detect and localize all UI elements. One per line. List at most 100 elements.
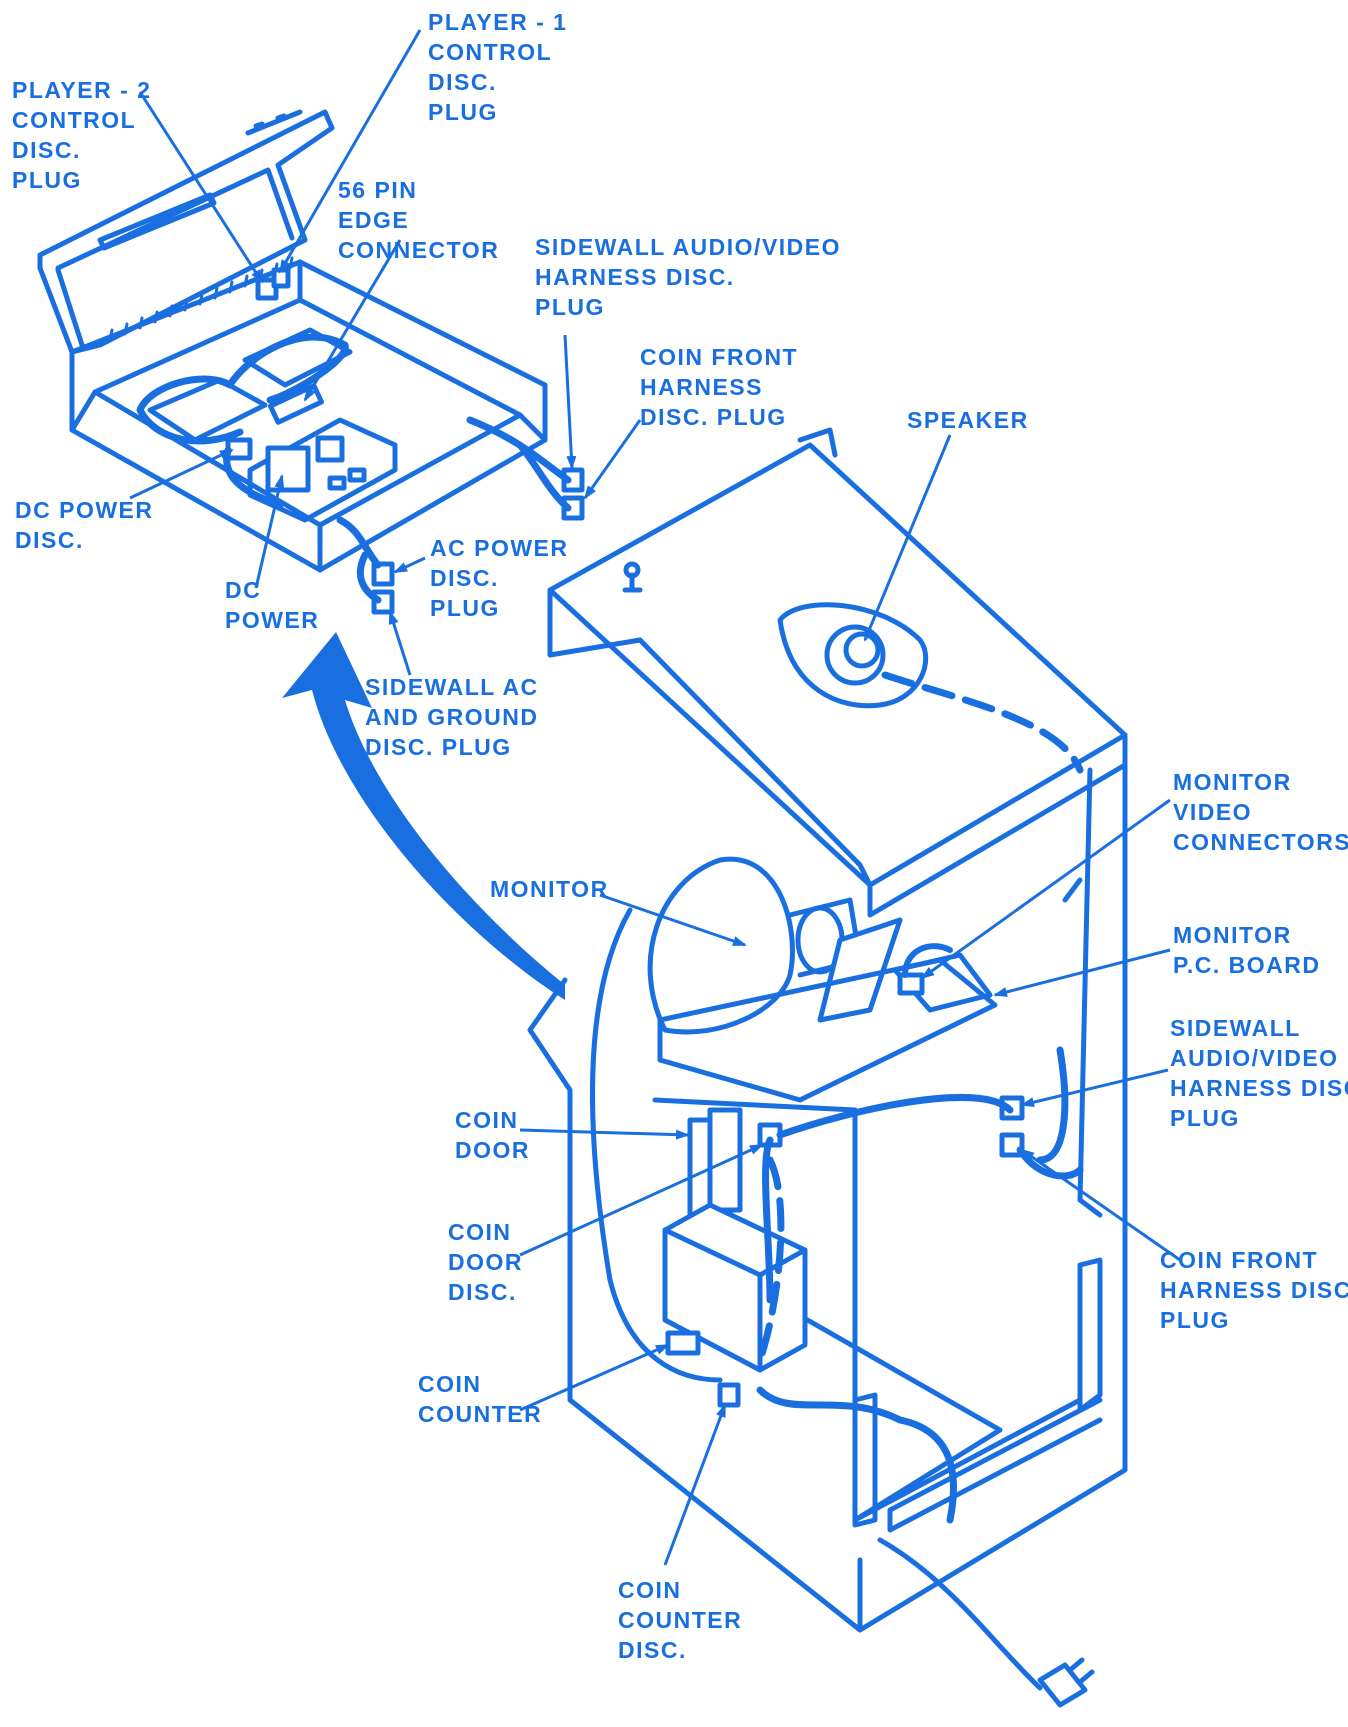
label-line: P.C. BOARD	[1173, 952, 1321, 978]
label-line: VIDEO	[1173, 799, 1252, 825]
label-line: AND GROUND	[365, 704, 538, 730]
label-coin-counter: COIN COUNTER	[418, 1371, 542, 1427]
label-line: COIN	[448, 1219, 512, 1245]
callout-labels: PLAYER - 2 CONTROL DISC. PLUG PLAYER - 1 CON…	[12, 9, 1348, 1663]
cabinet-interior-back	[652, 1097, 1083, 1523]
label-line: PLUG	[12, 167, 82, 193]
cabinet-assembly	[527, 427, 1128, 1708]
label-line: COIN FRONT	[640, 344, 798, 370]
label-line: SIDEWALL AUDIO/VIDEO	[535, 234, 841, 260]
control-panel-lid-inner	[55, 167, 295, 348]
power-plug	[1037, 1662, 1088, 1708]
coin-door-frame	[707, 1107, 743, 1213]
monitor-video-cable	[902, 943, 953, 978]
control-panel-assembly	[37, 109, 585, 615]
rear-bottom-rail	[887, 1397, 1103, 1533]
label-dc-power-disc: DC POWER DISC.	[15, 497, 154, 553]
label-line: PLAYER - 1	[428, 9, 567, 35]
label-line: HARNESS DISC.	[1170, 1075, 1348, 1101]
label-line: PLUG	[1170, 1105, 1240, 1131]
label-player2: PLAYER - 2 CONTROL DISC. PLUG	[12, 77, 151, 193]
monitor-tube	[647, 856, 795, 1035]
label-line: CONTROL	[428, 39, 552, 65]
label-line: HARNESS DISC.	[535, 264, 735, 290]
label-line: PLUG	[428, 99, 498, 125]
label-line: COIN FRONT	[1160, 1247, 1318, 1273]
leader-coin-counter	[519, 1343, 670, 1412]
label-line: SIDEWALL AC	[365, 674, 539, 700]
marquee-knob-top	[623, 561, 641, 579]
label-line: COUNTER	[418, 1401, 542, 1427]
leader-monitor-video	[920, 798, 1171, 980]
label-line: HARNESS DISC.	[1160, 1277, 1348, 1303]
removal-arrow	[282, 632, 565, 1000]
power-plug-prongs	[1067, 1657, 1095, 1685]
board-chip-2	[347, 467, 367, 483]
speaker-dome	[843, 631, 881, 669]
label-line: 56 PIN	[338, 177, 417, 203]
power-cord	[877, 1537, 1043, 1691]
rear-post-right	[1077, 1257, 1103, 1413]
label-sidewall-av-side: SIDEWALL AUDIO/VIDEO HARNESS DISC. PLUG	[1170, 1015, 1348, 1131]
label-line: CONTROL	[12, 107, 136, 133]
cabinet-top	[547, 442, 1128, 888]
label-line: COIN	[418, 1371, 482, 1397]
label-line: DC	[225, 577, 261, 603]
leader-coin-counter-disc	[663, 1403, 727, 1566]
label-line: MONITOR	[1173, 769, 1292, 795]
label-monitor-pcb: MONITOR P.C. BOARD	[1173, 922, 1321, 978]
leader-coin-door	[519, 1128, 690, 1140]
label-line: AUDIO/VIDEO	[1170, 1045, 1339, 1071]
control-panel-lid	[37, 109, 335, 355]
lid-slot	[97, 192, 217, 251]
lid-buttons	[245, 109, 303, 136]
label-line: MONITOR	[1173, 922, 1292, 948]
leader-dc-power-disc	[129, 448, 234, 500]
cabinet-side-inner	[1062, 767, 1103, 1218]
cabinet-interior-floor	[787, 1307, 1003, 1523]
label-line: CONNECTOR	[338, 237, 499, 263]
label-line: EDGE	[338, 207, 409, 233]
label-line: COUNTER	[618, 1607, 742, 1633]
label-line: CONNECTORS	[1173, 829, 1348, 855]
monitor-pc-board	[892, 952, 993, 1013]
label-line: POWER	[225, 607, 319, 633]
leader-sidewall-av-top	[563, 334, 577, 470]
label-edge-connector: 56 PIN EDGE CONNECTOR	[338, 177, 499, 263]
leader-coin-door-disc	[519, 1143, 764, 1257]
label-line: DC POWER	[15, 497, 154, 523]
label-line: DISC.	[448, 1279, 517, 1305]
speaker-opening	[777, 602, 929, 709]
cabinet-top-front	[547, 587, 873, 888]
edge-connector	[267, 383, 325, 425]
cabinet-side-panel	[857, 732, 1128, 1633]
board-chip-1	[327, 475, 347, 491]
leader-edge-connector	[303, 239, 402, 402]
leader-lines	[129, 29, 1181, 1566]
leader-monitor	[599, 893, 747, 947]
leader-monitor-pcb	[993, 948, 1171, 997]
monitor-video-connector	[897, 972, 925, 996]
monitor-socket-board	[817, 917, 903, 1023]
cabinet-front-left	[527, 977, 863, 1633]
tray-side-wall	[69, 259, 548, 573]
label-speaker: SPEAKER	[907, 407, 1029, 433]
label-line: DISC.	[12, 137, 81, 163]
label-line: DOOR	[448, 1249, 523, 1275]
label-line: DISC.	[15, 527, 84, 553]
label-line: PLUG	[535, 294, 605, 320]
label-line: DOOR	[455, 1137, 530, 1163]
label-monitor-video: MONITOR VIDEO CONNECTORS	[1173, 769, 1348, 855]
label-line: PLAYER - 2	[12, 77, 151, 103]
leader-dc-power	[254, 474, 285, 589]
label-line: SIDEWALL	[1170, 1015, 1301, 1041]
label-line: DISC.	[430, 565, 499, 591]
coin-counter-disc-plug	[717, 1382, 741, 1408]
label-line: SPEAKER	[907, 407, 1029, 433]
